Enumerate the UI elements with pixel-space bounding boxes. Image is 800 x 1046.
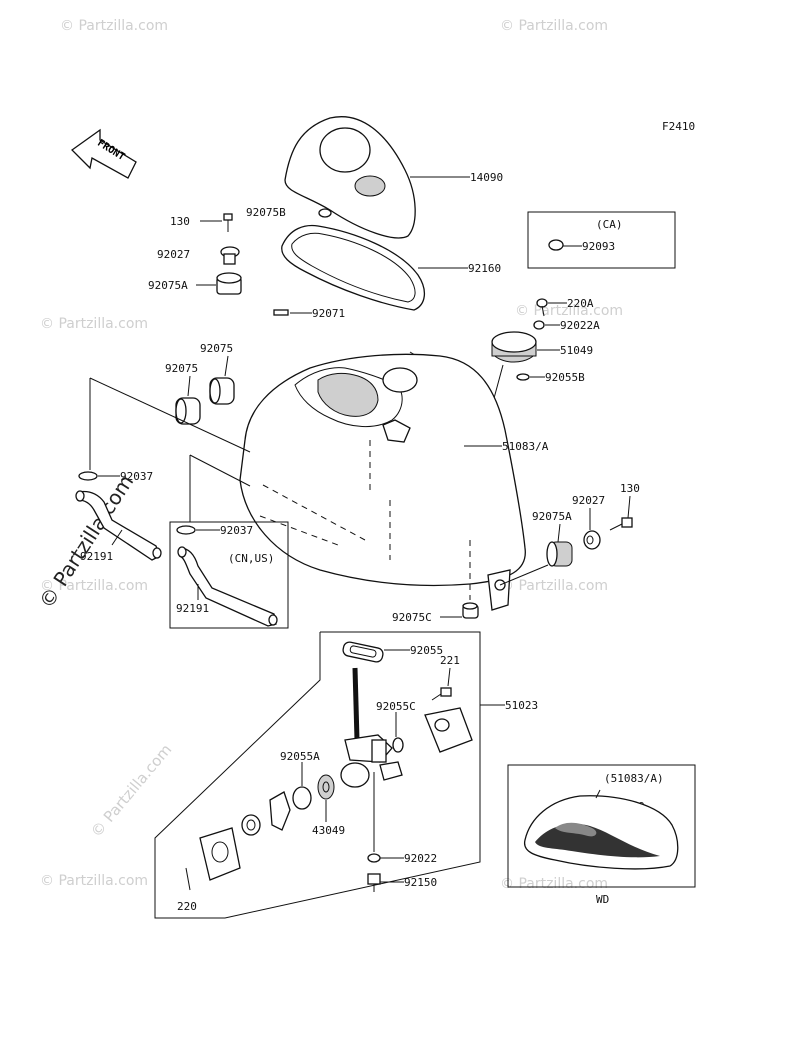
part-label: 92055	[410, 644, 443, 657]
instrument-cover	[284, 116, 470, 239]
lever	[241, 791, 291, 836]
part-label: 92075A	[532, 510, 572, 523]
ca-group-box	[527, 211, 676, 269]
hose	[75, 490, 162, 561]
rubber-damper	[318, 208, 332, 218]
part-label: 92071	[312, 307, 345, 320]
part-label: 92027	[572, 494, 605, 507]
part-label: 130	[170, 215, 190, 228]
part-label: 92191	[80, 550, 113, 563]
gasket	[281, 224, 425, 311]
screw	[536, 298, 548, 317]
part-label: 51023	[505, 699, 538, 712]
rubber-damper	[216, 272, 242, 295]
clamp	[78, 471, 98, 481]
part-label: 92075A	[148, 279, 188, 292]
bolt	[367, 873, 381, 892]
part-label: 92093	[582, 240, 615, 253]
o-ring	[292, 786, 312, 810]
tank-color-variant	[523, 789, 679, 870]
group-label: (CA)	[596, 218, 623, 231]
part-label: 92150	[404, 876, 437, 889]
cover-plate	[424, 707, 473, 753]
watermark: © Partzilla.com	[500, 578, 608, 594]
part-label: 92027	[157, 248, 190, 261]
rubber-damper	[209, 377, 235, 405]
clip	[273, 309, 289, 316]
washer	[367, 853, 381, 863]
watermark: © Partzilla.com	[40, 316, 148, 332]
hose	[177, 546, 278, 627]
part-label: 51083/A	[502, 440, 549, 453]
part-label: 92022A	[560, 319, 600, 332]
rubber-damper	[175, 397, 201, 425]
front-arrow: FRONT	[70, 128, 137, 179]
inset-caption: WD	[596, 893, 609, 906]
part-label: 92055B	[545, 371, 585, 384]
clamp	[176, 525, 196, 535]
part-label: 220	[177, 900, 197, 913]
filler-cap	[491, 331, 537, 363]
watermark: © Partzilla.com	[40, 873, 148, 889]
part-label: 221	[440, 654, 460, 667]
part-label: 92055C	[376, 700, 416, 713]
seal	[317, 774, 335, 800]
group-label: (CN,US)	[228, 552, 274, 565]
rubber-damper	[462, 602, 479, 619]
o-ring	[392, 737, 404, 753]
part-label: 43049	[312, 824, 345, 837]
plate	[199, 827, 241, 881]
wd-inset-box	[507, 764, 696, 888]
washer	[220, 246, 240, 265]
part-label: 14090	[470, 171, 503, 184]
part-label: 92075	[200, 342, 233, 355]
screw	[431, 687, 452, 701]
part-label: 220A	[567, 297, 594, 310]
nut	[548, 239, 564, 251]
gasket	[342, 641, 384, 663]
part-label: 92022	[404, 852, 437, 865]
part-label: 92075	[165, 362, 198, 375]
part-label: 92160	[468, 262, 501, 275]
part-label: 51049	[560, 344, 593, 357]
washer	[533, 320, 545, 330]
figure-code: F2410	[662, 120, 695, 133]
part-label: 92075B	[246, 206, 286, 219]
part-label: 92191	[176, 602, 209, 615]
watermark: © Partzilla.com	[40, 578, 148, 594]
part-label: 92037	[220, 524, 253, 537]
fuel-cock	[340, 667, 403, 788]
fuel-tank	[239, 353, 526, 611]
o-ring	[516, 373, 530, 381]
fuel-cock-group-outline	[154, 631, 481, 919]
bolt	[223, 213, 233, 232]
watermark: © Partzilla.com	[87, 741, 175, 841]
watermark: © Partzilla.com	[500, 876, 608, 892]
watermark: © Partzilla.com	[60, 18, 168, 34]
washer	[583, 530, 601, 550]
watermark: © Partzilla.com	[500, 18, 608, 34]
part-label: 92055A	[280, 750, 320, 763]
part-label: 92075C	[392, 611, 432, 624]
rubber-damper	[546, 541, 573, 567]
part-label: 92037	[120, 470, 153, 483]
part-label: 130	[620, 482, 640, 495]
inset-ref: (51083/A)	[604, 772, 664, 785]
bolt	[609, 517, 633, 531]
cn-us-group-box	[169, 521, 289, 629]
